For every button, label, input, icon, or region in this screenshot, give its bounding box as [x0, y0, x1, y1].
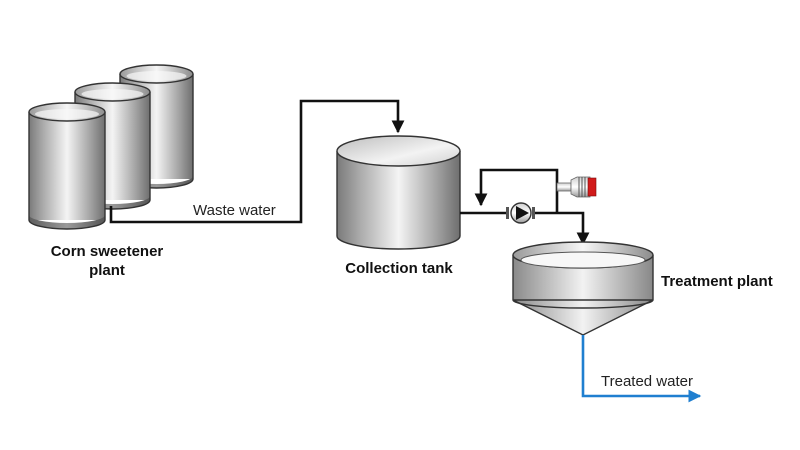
waste-water-pipe [109, 99, 405, 224]
corn-sweetener-plant [28, 64, 194, 230]
collection-tank [336, 135, 461, 250]
waste-water-label: Waste water [193, 202, 276, 219]
collection-tank-label: Collection tank [345, 260, 453, 277]
pump-motor-icon [556, 176, 597, 198]
treated-water-label: Treated water [601, 373, 693, 390]
plant-tank-front [28, 102, 106, 230]
pump-icon [506, 202, 535, 224]
corn-sweetener-plant-label-line1: Corn sweetener [51, 243, 164, 260]
recirculation-loop-pipe [474, 168, 559, 213]
treatment-plant-label: Treatment plant [661, 273, 773, 290]
corn-sweetener-plant-label-line2: plant [89, 262, 125, 279]
motor-cap [587, 177, 597, 197]
pump-outlet-pipe [535, 211, 590, 246]
treatment-plant [512, 241, 654, 336]
treated-water-pipe [581, 335, 702, 403]
